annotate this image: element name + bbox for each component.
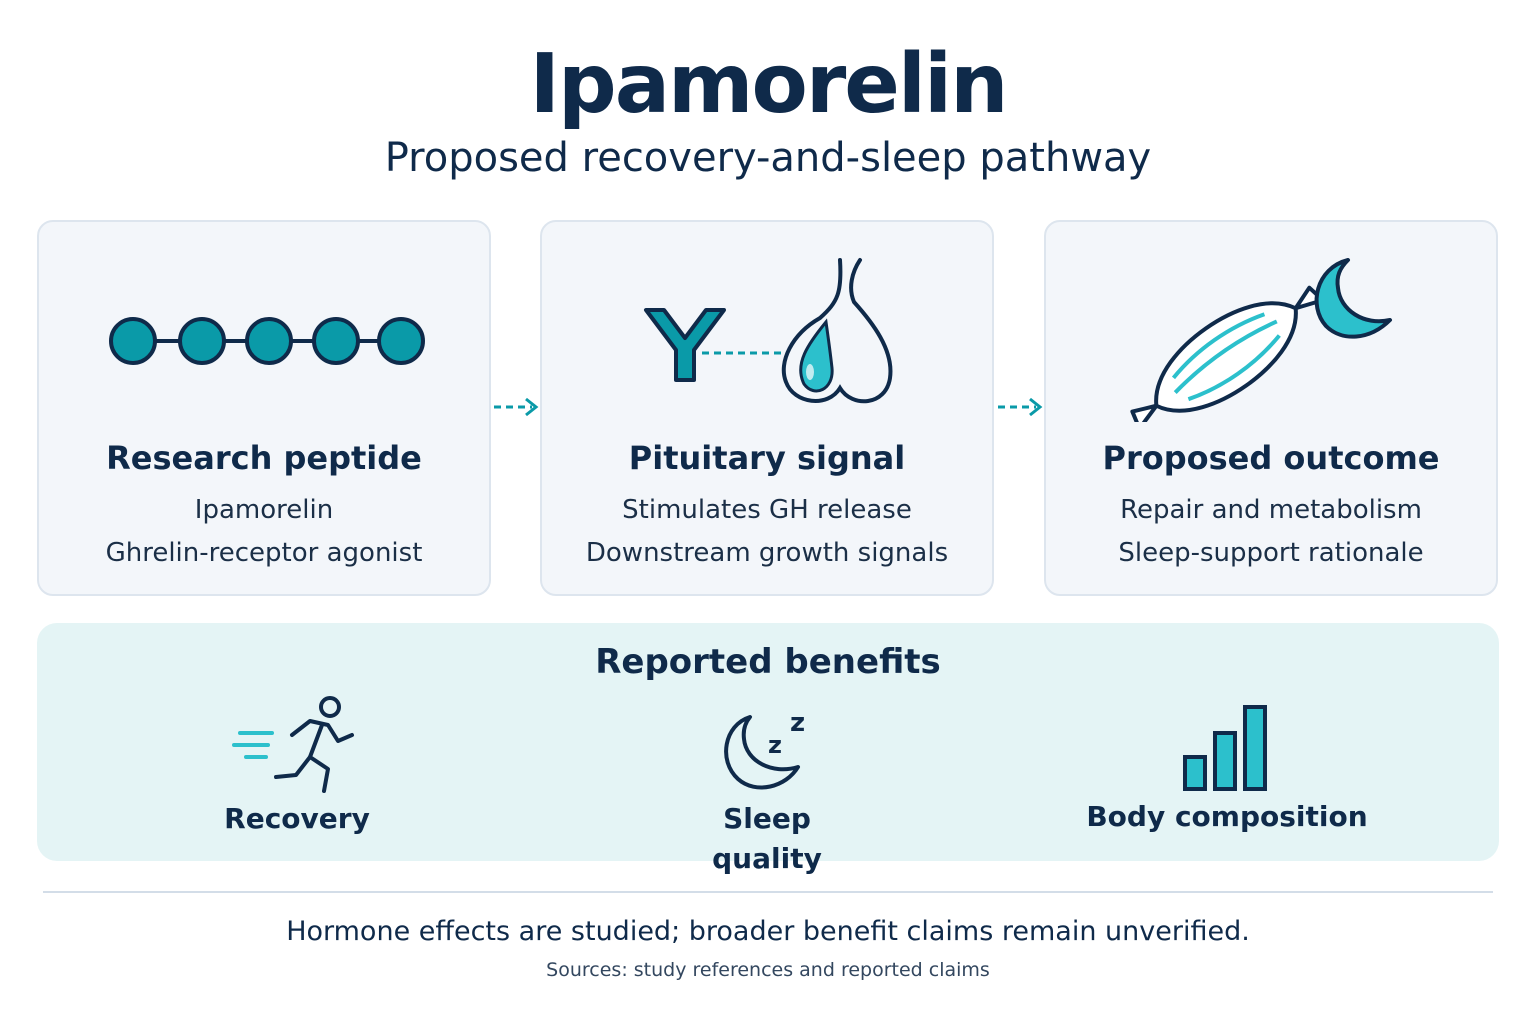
sources-text: Sources: study references and reported c… <box>546 959 990 981</box>
running-person-icon <box>232 695 362 799</box>
card-line: Ipamorelin <box>194 495 334 525</box>
muscle-moon-icon <box>1046 222 1496 431</box>
pathway-card-proposed-outcome: Proposed outcome Repair and metabolism S… <box>1044 220 1498 596</box>
bar-chart-icon <box>1177 703 1277 797</box>
card-line: Stimulates GH release <box>622 495 912 525</box>
flow-arrow-icon <box>996 394 1046 420</box>
receptor-pituitary-icon <box>542 222 992 422</box>
peptide-chain-icon <box>39 222 489 422</box>
benefit-body-composition: Body composition <box>1077 693 1377 853</box>
card-heading: Research peptide <box>106 439 422 477</box>
benefit-label: Body composition <box>1086 800 1368 833</box>
footer-divider <box>43 891 1493 893</box>
page-subtitle: Proposed recovery-and-sleep pathway <box>384 135 1152 181</box>
moon-zz-icon: z z <box>712 703 822 797</box>
card-line: Ghrelin-receptor agonist <box>105 538 423 568</box>
card-heading: Pituitary signal <box>628 439 906 477</box>
svg-text:z: z <box>790 708 805 738</box>
reported-benefits-panel: Reported benefits Recovery z z Sleep qua… <box>37 623 1499 875</box>
card-line: Sleep-support rationale <box>1118 538 1424 568</box>
benefit-sleep-quality: z z Sleep quality <box>667 693 867 875</box>
card-line: Repair and metabolism <box>1120 495 1422 525</box>
disclaimer-text: Hormone effects are studied; broader ben… <box>286 916 1250 947</box>
svg-text:z: z <box>768 731 782 759</box>
benefit-label: Sleep quality <box>712 802 822 875</box>
card-line: Downstream growth signals <box>585 538 949 568</box>
benefits-heading: Reported benefits <box>595 642 941 682</box>
pathway-card-research-peptide: Research peptide Ipamorelin Ghrelin-rece… <box>37 220 491 596</box>
flow-arrow-icon <box>492 394 542 420</box>
pathway-card-pituitary-signal: Pituitary signal Stimulates GH release D… <box>540 220 994 596</box>
page-title: Ipamorelin <box>529 37 1009 132</box>
benefit-label: Recovery <box>224 802 370 835</box>
card-heading: Proposed outcome <box>1102 439 1440 477</box>
benefit-recovery: Recovery <box>197 693 397 853</box>
